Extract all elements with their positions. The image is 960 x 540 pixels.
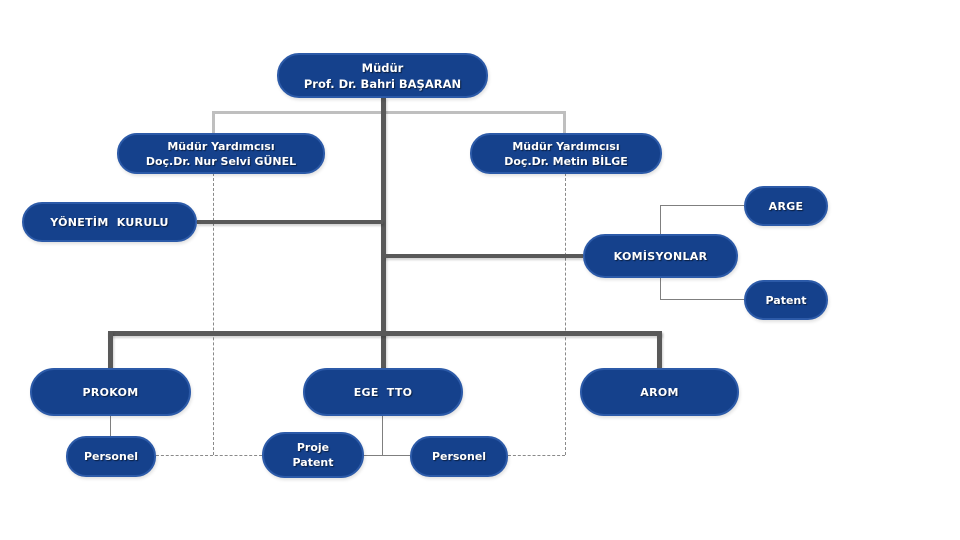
- node-patent: Patent: [744, 280, 828, 320]
- node-proje-patent-line1: Proje: [296, 441, 330, 454]
- connector-egetto-down: [382, 416, 383, 456]
- connector-komisyonlar-patent: [660, 299, 744, 300]
- node-deputy-left-name: Doç.Dr. Nur Selvi GÜNEL: [145, 154, 297, 168]
- node-deputy-left-title: Müdür Yardımcısı: [167, 139, 275, 153]
- node-yonetim-kurulu-label: YÖNETİM KURULU: [50, 215, 169, 229]
- connector-komisyonlar-arge: [660, 205, 744, 206]
- dashed-line-deputy-right-down: [565, 173, 566, 455]
- node-komisyonlar-label: KOMİSYONLAR: [613, 249, 708, 263]
- node-mudur-name: Prof. Dr. Bahri BAŞARAN: [303, 76, 462, 91]
- node-yonetim-kurulu: YÖNETİM KURULU: [22, 202, 197, 242]
- node-deputy-right-title: Müdür Yardımcısı: [512, 139, 620, 153]
- node-prokom-label: PROKOM: [82, 385, 139, 399]
- node-patent-label: Patent: [765, 293, 807, 307]
- node-mudur-title: Müdür: [361, 60, 404, 75]
- node-ege-tto: EGE TTO: [303, 368, 463, 416]
- connector-arom-stub: [657, 331, 662, 368]
- node-arge-label: ARGE: [768, 199, 804, 213]
- connector-director-deputies-horizontal: [212, 111, 566, 114]
- dashed-line-deputy-left-down: [213, 173, 214, 455]
- connector-deputy-right-stub: [563, 111, 566, 133]
- connector-deputy-left-stub: [212, 111, 215, 133]
- node-personel-prokom: Personel: [66, 436, 156, 477]
- connector-prokom-personel: [110, 416, 111, 437]
- node-mudur: Müdür Prof. Dr. Bahri BAŞARAN: [277, 53, 488, 98]
- node-deputy-right: Müdür Yardımcısı Doç.Dr. Metin BİLGE: [470, 133, 662, 174]
- node-personel-prokom-label: Personel: [83, 450, 139, 463]
- connector-egetto-children: [363, 455, 410, 456]
- node-deputy-left: Müdür Yardımcısı Doç.Dr. Nur Selvi GÜNEL: [117, 133, 325, 174]
- node-prokom: PROKOM: [30, 368, 191, 416]
- node-arom: AROM: [580, 368, 739, 416]
- node-personel-tto-label: Personel: [431, 450, 487, 463]
- node-proje-patent-line2: Patent: [292, 456, 334, 469]
- connector-yonetim-kurulu: [197, 220, 383, 224]
- connector-main-trunk: [381, 97, 386, 368]
- connector-prokom-stub: [108, 331, 113, 368]
- dashed-line-personel-projepatent: [156, 455, 262, 456]
- node-proje-patent: Proje Patent: [262, 432, 364, 478]
- node-deputy-right-name: Doç.Dr. Metin BİLGE: [504, 154, 628, 168]
- node-arge: ARGE: [744, 186, 828, 226]
- node-komisyonlar: KOMİSYONLAR: [583, 234, 738, 278]
- connector-bottom-bar: [108, 331, 662, 336]
- node-arom-label: AROM: [640, 385, 679, 399]
- connector-komisyonlar: [384, 254, 583, 258]
- node-personel-tto: Personel: [410, 436, 508, 477]
- dashed-line-personel-right: [508, 455, 565, 456]
- node-ege-tto-label: EGE TTO: [353, 385, 413, 399]
